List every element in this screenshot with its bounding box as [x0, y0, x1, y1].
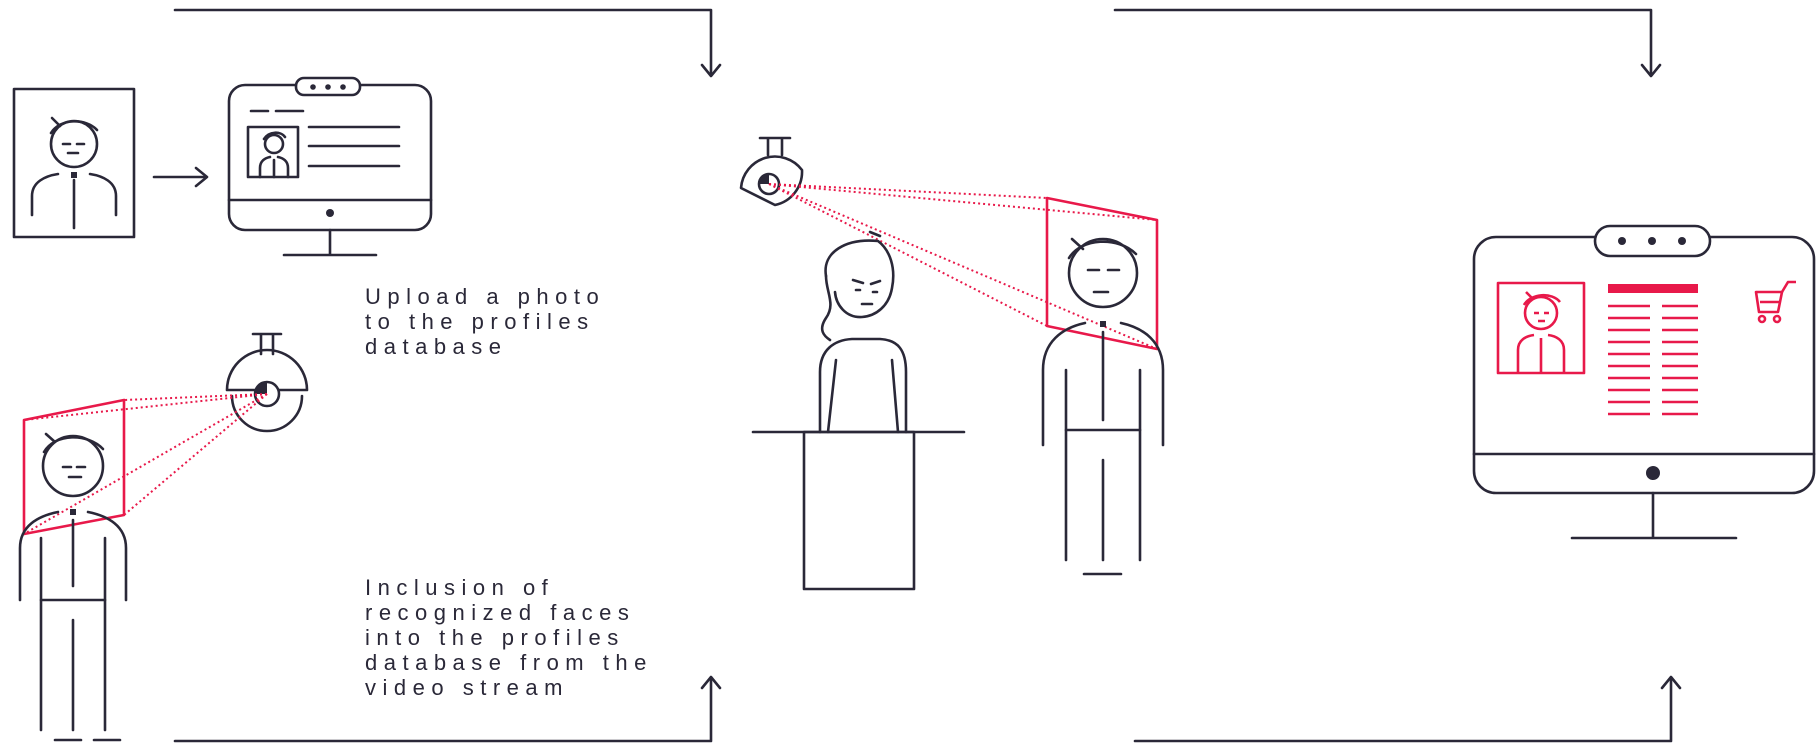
checkout-counter-icon	[753, 432, 964, 589]
flow-arrow-top-left	[175, 10, 720, 76]
cashier-icon	[820, 232, 906, 432]
monitor-with-customer-profile-icon	[1474, 226, 1814, 538]
capture-rays-left	[24, 394, 267, 534]
customer-icon	[1043, 239, 1163, 574]
caption-upload-photo: Upload a photo to the profiles database	[365, 284, 605, 359]
flow-arrow-bottom-right	[1135, 677, 1680, 741]
id-photo-icon	[14, 89, 134, 237]
caption-inclusion-recognized-faces: Inclusion of recognized faces into the p…	[365, 575, 653, 700]
arrow-right-icon	[154, 168, 207, 186]
person-icon-left	[20, 434, 126, 740]
flow-arrow-top-right	[1115, 10, 1660, 76]
shopping-cart-icon	[1756, 282, 1796, 322]
customer-profile-card	[1498, 283, 1584, 373]
monitor-with-profile-icon	[229, 78, 431, 255]
customer-data-list	[1608, 284, 1698, 414]
